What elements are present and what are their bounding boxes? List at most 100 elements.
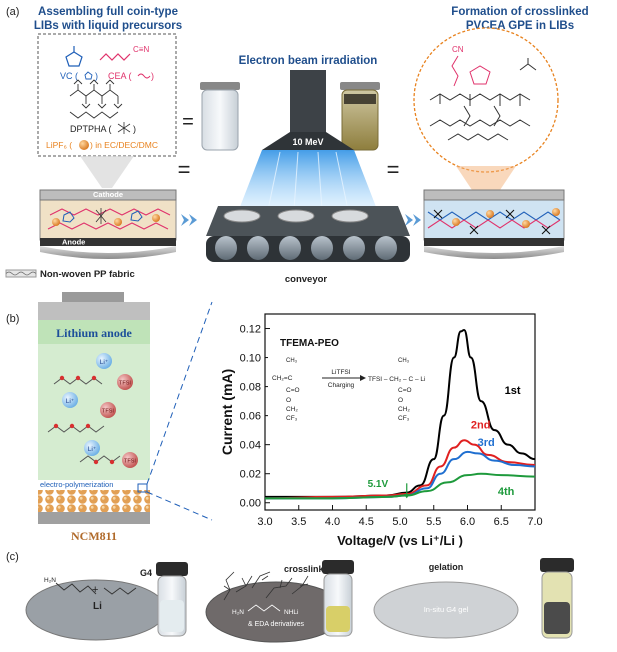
equals-sign-lower: = [178,157,191,182]
x-tick-label: 3.5 [291,516,306,528]
li-ion-label-1: Li⁺ [100,359,109,366]
cell-terminal [62,292,124,302]
vial-gel [540,558,574,639]
equals-sign-right: = [387,157,400,182]
dptpha-star-icon [117,122,131,134]
tfsi-label-2: TFSI [102,409,114,415]
series-label-1st: 1st [505,385,521,397]
svg-text:O: O [398,397,403,404]
panel-a-title-right-line1: Formation of crosslinked [451,6,588,18]
x-tick-label: 7.0 [527,516,542,528]
electron-beam-source [262,70,354,150]
panel-a-title-center: Electron beam irradiation [239,55,378,67]
beam-energy-label: 10 MeV [292,137,323,147]
zoom-line-lower [146,491,213,521]
separator-swatch [5,269,37,278]
cv-chart: TFEMA-PEO 0.000.020.040.060.080.100.12 3… [219,313,543,548]
arrow-right-icon [181,214,197,226]
amine-label-left: H₂N [44,577,56,584]
reaction-condition: Charging [328,382,355,389]
panel-c: (c) H₂N + Li G4 crosslink H₂N NHLi & EDA… [6,551,574,643]
li-ion-label-2: Li⁺ [66,398,75,405]
vc-molecule-icon [65,46,83,67]
svg-text:CF₃: CF₃ [398,415,410,422]
svg-text:CH₂: CH₂ [286,406,298,413]
x-tick-label: 3.0 [257,516,272,528]
x-tick-label: 5.5 [426,516,441,528]
reaction-scheme: CH₃ CH₂=C C=O O CH₂ CF₃ LiTFSI Charging … [268,355,425,422]
cathode-label: Cathode [93,190,123,199]
nhli-label: NHLi [284,609,298,616]
cn-label: C≡N [133,45,149,54]
precursor-box [37,33,177,157]
chart-title: TFEMA-PEO [280,338,339,349]
svg-text:C=O: C=O [286,387,300,394]
y-tick-label: 0.08 [240,382,261,394]
series-label-4th: 4th [498,486,515,498]
vial-amber-gel [340,82,380,151]
panel-c-label: (c) [6,551,19,563]
separator-pattern [5,271,37,276]
svg-text:O: O [286,397,291,404]
eda-chain-icon [247,604,281,612]
arrow-right-icon [405,214,421,226]
lithium-anode-label: Lithium anode [56,326,132,340]
beam-rays [267,151,349,211]
svg-text:CF₃: CF₃ [286,415,298,422]
cea-molecule-icon [99,53,131,61]
equals-sign-left: = [182,111,194,133]
dptpha-label-close: ) [133,124,136,134]
crosslink-network-icon [223,571,309,601]
y-tick-label: 0.06 [240,411,261,423]
zoom-box [137,483,148,493]
li-ion-icon [79,140,89,150]
li-label: Li [93,601,102,612]
onset-arrow-head [403,494,410,499]
vc-label-close: ) [95,71,98,81]
panel-b-label: (b) [6,313,19,325]
vial-crosslinked [322,560,354,637]
svg-text:C=O: C=O [398,387,412,394]
dptpha-molecule-icon [69,79,123,119]
ncm811-label: NCM811 [71,529,117,543]
crosslink-zoom-circle [413,27,559,173]
dptpha-label: DPTPHA ( [70,124,112,134]
electron-beam [238,150,378,212]
series-line-2nd [264,439,536,500]
vial-g4 [156,562,188,637]
y-tick-label: 0.10 [240,353,261,365]
y-tick-label: 0.00 [240,498,261,510]
g4-label: G4 [140,568,152,578]
coin-cell-liquid [39,189,177,259]
reaction-reagent: LiTFSI [331,369,350,376]
g4-molecule-icon-2 [103,587,137,595]
svg-text:CH₃: CH₃ [398,358,410,364]
panel-a-title-left-line1: Assembling full coin-type [38,6,178,18]
crosslinked-network-icon [429,55,537,141]
panel-a-title-left-line2: LIBs with liquid precursors [34,20,182,32]
chart-series [264,328,536,500]
gel-disc [373,581,519,639]
lithium-anode-layer [38,320,150,344]
x-tick-label: 4.5 [359,516,374,528]
zoom-cone-right [456,166,516,190]
x-tick-label: 5.0 [392,516,407,528]
x-tick-label: 6.5 [494,516,509,528]
crosslink-label: crosslink [284,564,325,574]
electro-polymerization-label: electro-polymerization [40,480,113,489]
plus-sign: + [92,584,98,596]
cea-label-close: ) [151,71,154,81]
coin-cell-gel [423,189,565,259]
anode-current-collector [38,302,150,320]
svg-text:CH₂=C: CH₂=C [272,375,293,382]
eda-derivatives-label: & EDA derivatives [248,621,305,628]
tfsi-anion-balls [100,374,138,468]
zoom-line-upper [146,301,213,485]
panel-a-label: (a) [6,6,19,18]
lipf6-label: LiPF₆ ( [46,140,72,150]
panel-b: (b) Lithium anode Li⁺ Li⁺ Li⁺ [6,292,543,548]
in-situ-gel-label: In-situ G4 gel [424,605,469,614]
x-tick-label: 6.0 [460,516,475,528]
vial-clear-precursor [200,82,240,151]
